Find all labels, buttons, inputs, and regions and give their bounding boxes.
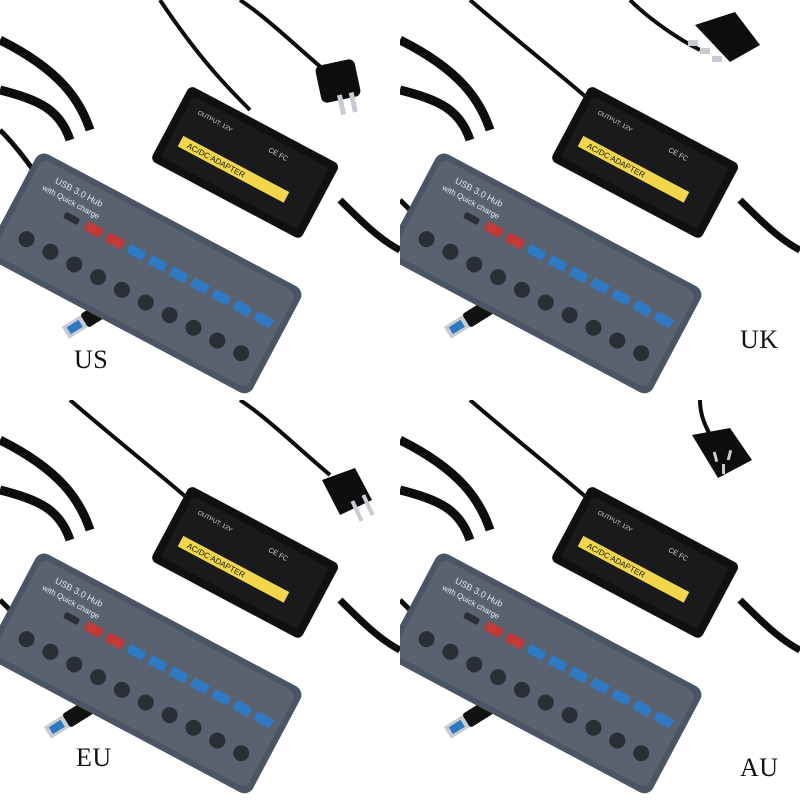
panel-us: USB 3.0 Hub with Quick charge A xyxy=(0,0,400,400)
uk-plug-icon xyxy=(688,12,760,62)
region-label-us: US xyxy=(74,345,109,374)
region-label-au: AU xyxy=(740,753,779,782)
au-plug-icon xyxy=(692,428,752,478)
usb-hub: USB 3.0 Hub with Quick charge xyxy=(0,553,302,794)
usb-hub: USB 3.0 Hub with Quick charge xyxy=(400,153,702,394)
panel-eu: USB 3.0 Hub with Quick charge AC/DC xyxy=(0,400,400,800)
power-adapter: AC/DC ADAPTER OUTPUT: 12V CE FC xyxy=(152,87,338,238)
panel-uk: USB 3.0 Hub with Quick charge AC/DC xyxy=(400,0,800,400)
power-adapter: AC/DC ADAPTER OUTPUT: 12V CE FC xyxy=(552,87,738,238)
panel-au: USB 3.0 Hub with Quick charge AC/DC xyxy=(400,400,800,800)
au-product-image: USB 3.0 Hub with Quick charge AC/DC xyxy=(400,400,800,794)
eu-product-image: USB 3.0 Hub with Quick charge AC/DC xyxy=(0,400,400,794)
eu-plug-icon xyxy=(322,468,375,522)
us-plug-icon xyxy=(315,59,361,116)
usb-hub: USB 3.0 Hub with Quick charge xyxy=(0,153,302,394)
usb-hub: USB 3.0 Hub with Quick charge xyxy=(400,553,702,794)
us-product-image: USB 3.0 Hub with Quick charge A xyxy=(0,0,400,394)
uk-product-image: USB 3.0 Hub with Quick charge AC/DC xyxy=(400,0,800,394)
power-adapter: AC/DC ADAPTER OUTPUT: 12V CE FC xyxy=(152,487,338,638)
power-adapter: AC/DC ADAPTER OUTPUT: 12V CE FC xyxy=(552,487,738,638)
region-label-uk: UK xyxy=(740,325,779,354)
region-label-eu: EU xyxy=(76,743,112,772)
